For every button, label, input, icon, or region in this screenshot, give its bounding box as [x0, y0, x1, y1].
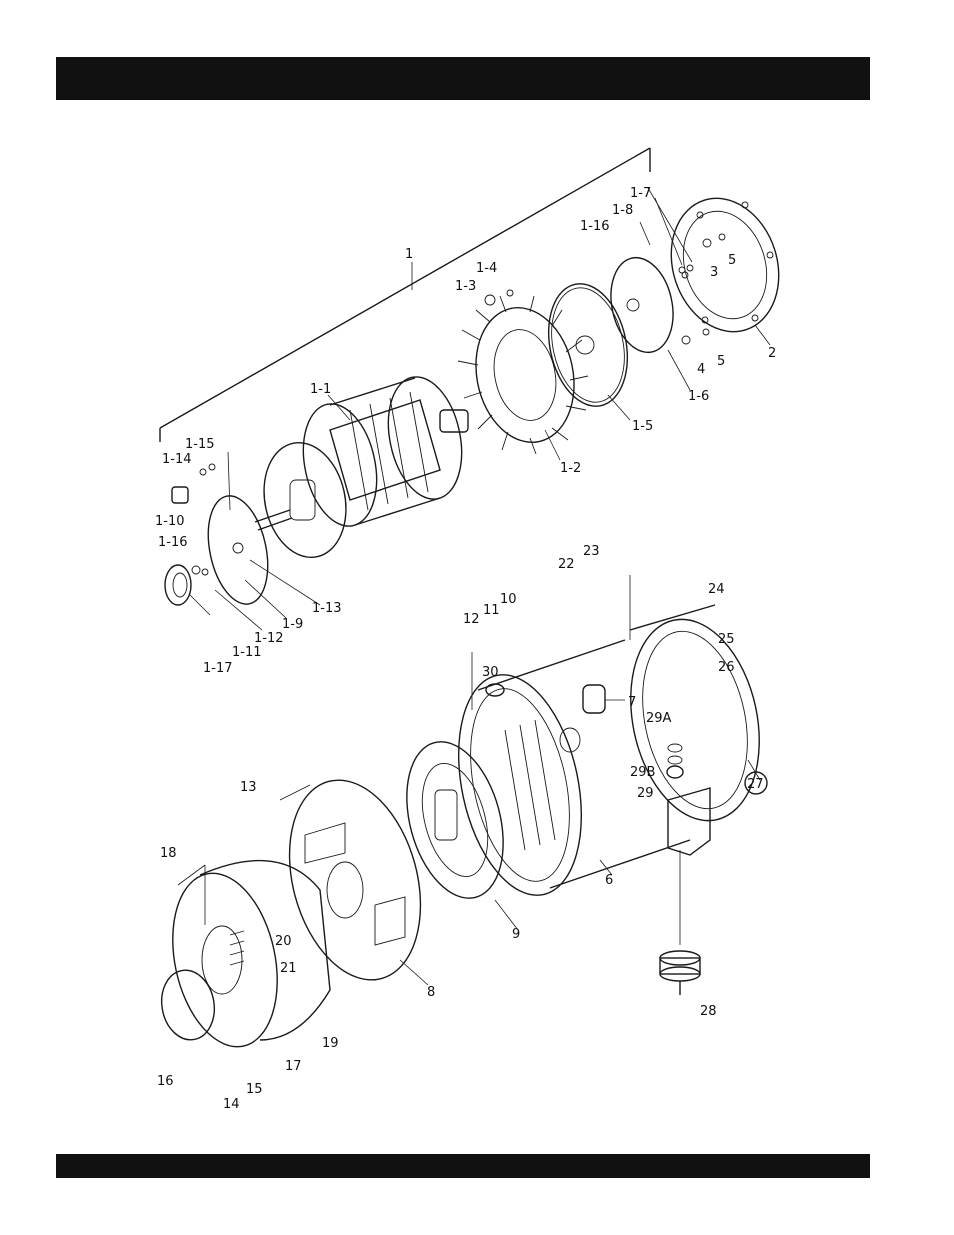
rectifier-1-10 [172, 487, 188, 503]
vibration-mount-28 [660, 850, 700, 995]
label-10: 10 [500, 592, 517, 607]
label-29b: 29B [630, 765, 655, 780]
coupling-disc-1-6 [603, 252, 682, 358]
adapter-ring-2 [655, 184, 796, 345]
label-6: 6 [605, 873, 613, 888]
label-1-16-left: 1-16 [158, 535, 188, 550]
label-23: 23 [583, 544, 600, 559]
footer-bar [56, 1154, 870, 1178]
part-labels: 1 1-1 1-2 1-3 1-4 1-5 1-6 1-7 1-8 1-9 1-… [155, 186, 776, 1112]
label-11: 11 [483, 603, 500, 618]
label-3: 3 [710, 265, 718, 280]
label-5-top: 5 [728, 253, 736, 268]
label-29a: 29A [646, 711, 672, 726]
label-1: 1 [405, 247, 413, 262]
label-22: 22 [558, 557, 575, 572]
label-28: 28 [700, 1004, 717, 1019]
label-15: 15 [246, 1082, 263, 1097]
label-19: 19 [322, 1036, 339, 1051]
label-9: 9 [512, 927, 520, 942]
label-1-4: 1-4 [476, 261, 497, 276]
leader-lines [178, 188, 770, 985]
label-1-8: 1-8 [612, 203, 633, 218]
grommet-30 [486, 684, 504, 696]
label-5-bottom: 5 [717, 354, 725, 369]
rotor-1-1 [254, 370, 472, 565]
label-8: 8 [427, 985, 435, 1000]
label-1-16-top: 1-16 [580, 219, 610, 234]
label-1-6: 1-6 [688, 389, 709, 404]
label-1-9: 1-9 [282, 617, 303, 632]
label-1-14: 1-14 [162, 452, 192, 467]
label-1-1: 1-1 [310, 382, 331, 397]
label-1-2: 1-2 [560, 461, 581, 476]
end-cover-17-19 [158, 861, 330, 1057]
coupling-plate-1-5 [538, 276, 638, 413]
label-1-7: 1-7 [630, 186, 651, 201]
exciter-field-9 [391, 731, 519, 909]
label-7: 7 [628, 695, 636, 710]
label-1-11: 1-11 [232, 645, 262, 660]
bushing-7 [583, 685, 605, 713]
label-1-5: 1-5 [632, 419, 653, 434]
label-1-15: 1-15 [185, 437, 215, 452]
label-14: 14 [223, 1097, 240, 1112]
label-2: 2 [768, 346, 776, 361]
label-29: 29 [637, 786, 654, 801]
label-26: 26 [718, 660, 735, 675]
bearing-1-17 [165, 565, 191, 605]
label-25: 25 [718, 632, 735, 647]
label-1-13: 1-13 [312, 601, 342, 616]
label-27: 27 [747, 777, 764, 792]
label-4: 4 [697, 362, 705, 377]
label-20: 20 [275, 934, 292, 949]
label-24: 24 [708, 582, 725, 597]
label-18: 18 [160, 846, 177, 861]
label-21: 21 [280, 961, 297, 976]
cooling-fan-1-2 [458, 296, 588, 454]
label-1-17: 1-17 [203, 661, 233, 676]
label-1-12: 1-12 [254, 631, 284, 646]
label-1-3: 1-3 [455, 279, 476, 294]
label-1-10: 1-10 [155, 514, 185, 529]
label-17: 17 [285, 1059, 302, 1074]
label-16: 16 [157, 1074, 174, 1089]
label-12: 12 [463, 612, 480, 627]
label-30: 30 [482, 665, 499, 680]
label-13: 13 [240, 780, 257, 795]
washer-stack-29 [667, 744, 683, 778]
